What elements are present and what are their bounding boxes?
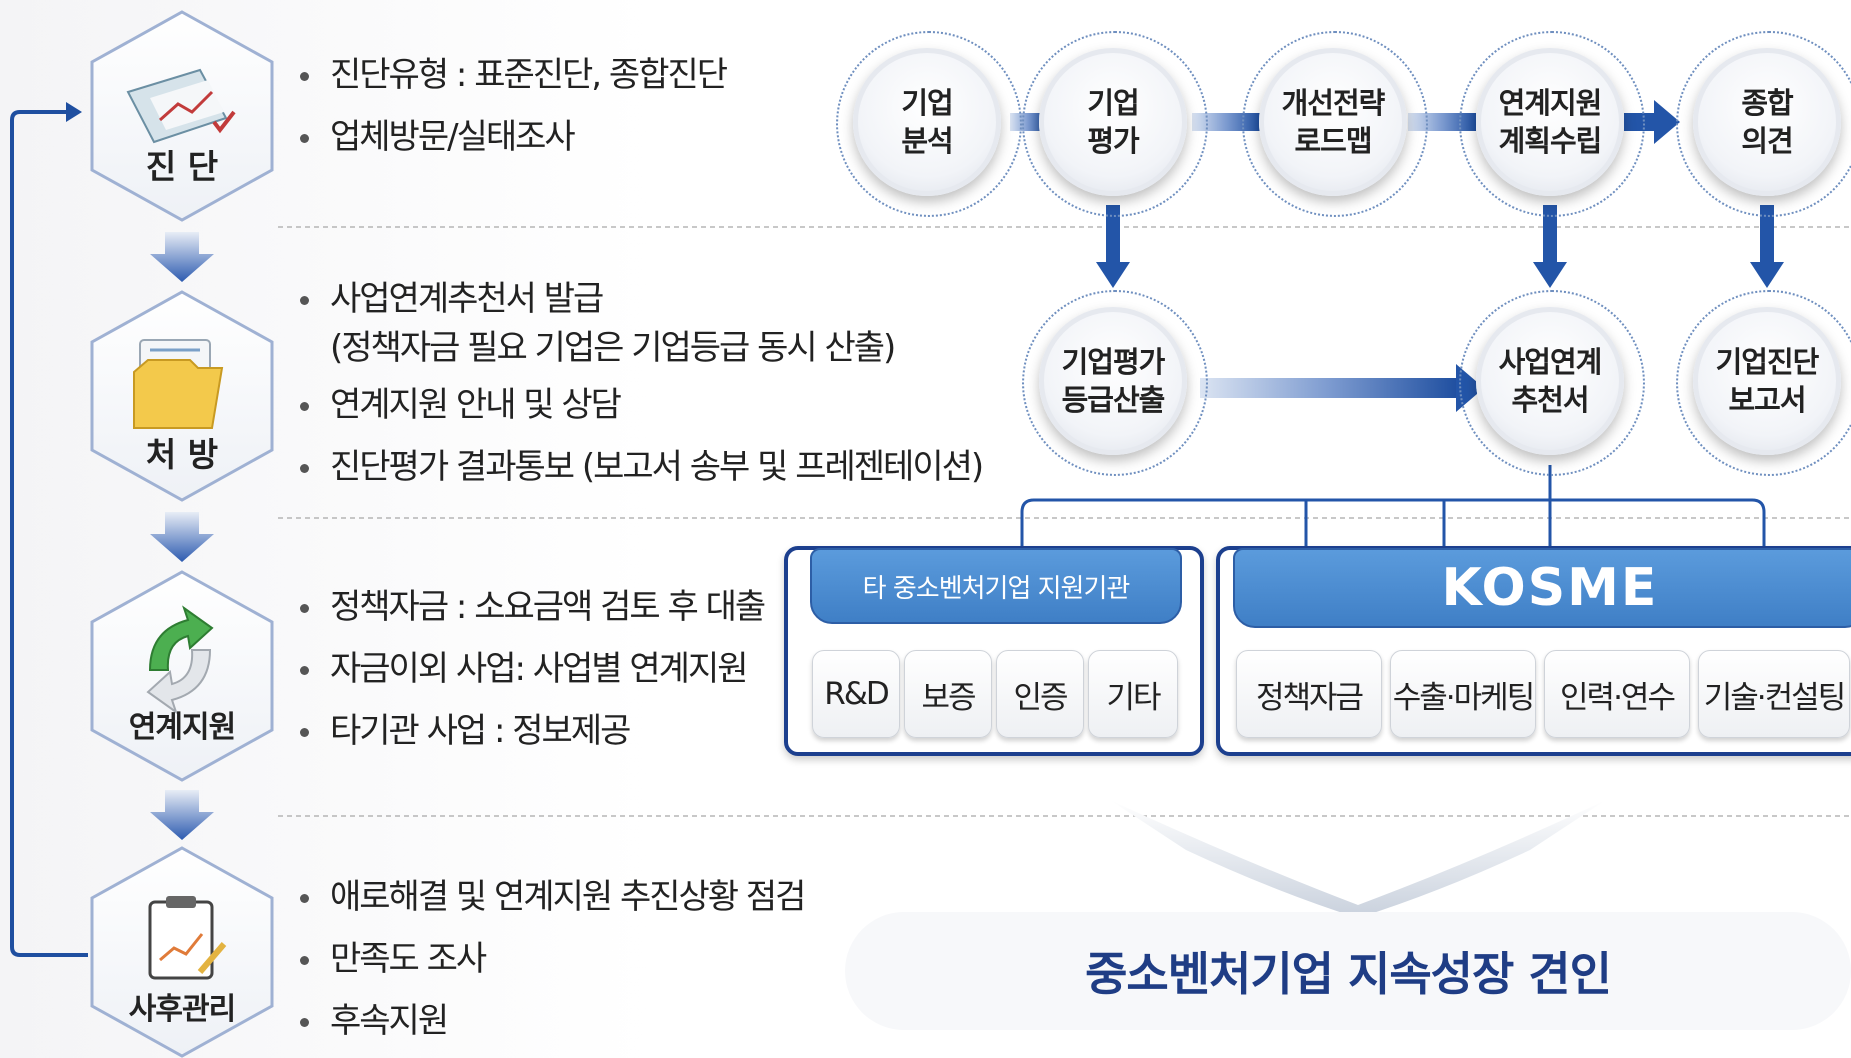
convergence-chevron	[1110, 800, 1606, 918]
linkage-bullets: 정책자금 : 소요금액 검토 후 대출 자금이외 사업: 사업별 연계지원 타기…	[300, 576, 766, 762]
bullet-item: 연계지원 안내 및 상담	[300, 374, 982, 436]
flow-node-overall-opinion: 종합 의견	[1693, 48, 1841, 196]
kosme-item-policy-fund: 정책자금	[1236, 650, 1382, 738]
feedback-loop-line	[10, 110, 88, 957]
flow-node-improvement-roadmap: 개선전략 로드맵	[1259, 48, 1407, 196]
kosme-item-hr-training: 인력·연수	[1544, 650, 1690, 738]
flow-node-company-evaluation: 기업 평가	[1039, 48, 1187, 196]
bullet-item-continuation: (정책자금 필요 기업은 기업등급 동시 산출)	[330, 328, 896, 368]
flow-ring	[1459, 31, 1645, 217]
stage-label-followup: 사후관리	[128, 992, 236, 1027]
document-chart-icon	[126, 68, 236, 144]
flow-node-recommendation-letter: 사업연계 추천서	[1476, 307, 1624, 455]
stage-hexagons	[90, 10, 274, 1058]
agency-item-certification: 인증	[996, 650, 1084, 738]
flow-vertical-arrows	[1096, 205, 1784, 288]
bullet-item: 사업연계추천서 발급	[300, 268, 982, 330]
kosme-item-tech-consulting: 기술·컨설팅	[1698, 650, 1850, 738]
bullet-item: 정책자금 : 소요금액 검토 후 대출	[300, 576, 766, 638]
hexagon-stage-3	[90, 570, 274, 782]
bullet-item: 애로해결 및 연계지원 추진상황 점검	[300, 866, 806, 928]
folder-icon	[133, 339, 224, 429]
vertical-arrow-evaluation	[1106, 205, 1120, 265]
bullet-item: 업체방문/실태조사	[300, 106, 726, 168]
flow-ring	[1459, 290, 1645, 476]
flow-ring	[836, 31, 1022, 217]
bullet-item: 진단유형 : 표준진단, 종합진단	[300, 44, 728, 106]
vertical-arrow-evaluation-head	[1096, 262, 1130, 288]
bullet-item: 타기관 사업 : 정보제공	[300, 700, 764, 762]
flow-ring	[1676, 290, 1851, 476]
tree-connectors	[1020, 465, 1766, 550]
flow-node-diagnosis-report: 기업진단 보고서	[1693, 307, 1841, 455]
stage-label-diagnosis: 진 단	[145, 147, 219, 186]
stage-label-linkage: 연계지원	[128, 710, 236, 745]
kosme-item-export-marketing: 수출·마케팅	[1390, 650, 1536, 738]
connector-4-5-head	[1654, 100, 1680, 144]
flow-ring	[1242, 31, 1428, 217]
other-agencies-header: 타 중소벤처기업 지원기관	[810, 548, 1182, 624]
agency-item-rnd: R&D	[812, 650, 900, 738]
conclusion-backdrop	[845, 912, 1851, 1030]
flow-ring	[1676, 31, 1851, 217]
bullet-item: 후속지원	[300, 990, 804, 1052]
flow-ring	[1022, 31, 1208, 217]
bullet-item: 자금이외 사업: 사업별 연계지원	[300, 638, 764, 700]
vertical-arrow-opinion	[1760, 205, 1774, 265]
refresh-arrow-icon	[146, 605, 214, 715]
down-arrow-3	[150, 790, 214, 840]
bullet-item: 진단평가 결과통보 (보고서 송부 및 프레젠테이션)	[300, 436, 984, 498]
feedback-loop-arrowhead	[66, 102, 82, 122]
agency-item-guarantee: 보증	[904, 650, 992, 738]
middle-arrow-bar	[1200, 378, 1458, 398]
conclusion-title: 중소벤처기업 지속성장 견인	[1085, 947, 1612, 1001]
down-arrow-2	[150, 512, 214, 562]
bullet-item: 만족도 조사	[300, 928, 804, 990]
vertical-arrow-opinion-head	[1750, 262, 1784, 288]
flow-ring	[1022, 290, 1208, 476]
flow-node-linkage-plan: 연계지원 계획수립	[1476, 48, 1624, 196]
flow-node-grade-calculation: 기업평가 등급산출	[1039, 307, 1187, 455]
stage-label-prescription: 처 방	[145, 435, 219, 474]
vertical-arrow-plan-head	[1533, 262, 1567, 288]
flow-node-company-analysis: 기업 분석	[853, 48, 1001, 196]
kosme-header: KOSME	[1233, 548, 1851, 628]
diagnosis-bullets: 진단유형 : 표준진단, 종합진단 업체방문/실태조사	[300, 44, 728, 168]
down-arrow-1	[150, 232, 214, 282]
vertical-arrow-plan	[1543, 205, 1557, 265]
followup-bullets: 애로해결 및 연계지원 추진상황 점검 만족도 조사 후속지원	[300, 866, 806, 1052]
prescription-bullets: 사업연계추천서 발급 (정책자금 필요 기업은 기업등급 동시 산출) 연계지원…	[300, 268, 984, 498]
section-separators	[278, 226, 1851, 817]
clipboard-chart-icon	[148, 896, 227, 980]
kosme-logo: KOSME	[1441, 558, 1659, 618]
stage-down-arrows	[150, 232, 214, 840]
agency-item-other: 기타	[1088, 650, 1178, 738]
